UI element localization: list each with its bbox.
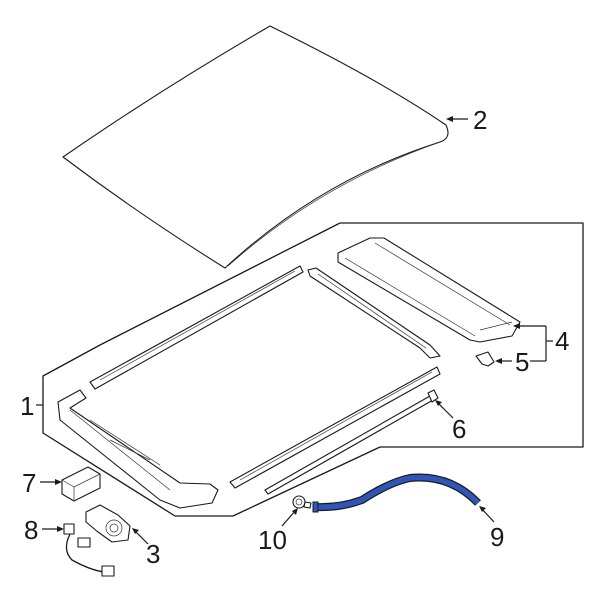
- callout-9: 9: [490, 522, 504, 552]
- sunroof-motor[interactable]: [85, 504, 131, 543]
- assembly-group-outline: [42, 222, 584, 517]
- drain-hose-connector[interactable]: [292, 495, 312, 509]
- front-rail: [89, 265, 304, 390]
- wiring-harness[interactable]: [63, 523, 115, 577]
- sunshade-clip[interactable]: [475, 351, 495, 367]
- callout-4: 4: [555, 326, 569, 356]
- callout-6: 6: [452, 414, 466, 444]
- callout-8: 8: [24, 515, 38, 545]
- callout-5: 5: [515, 347, 529, 377]
- sunroof-frame-assembly[interactable]: [57, 389, 219, 509]
- callout-7: 7: [22, 468, 36, 498]
- guide-rail[interactable]: [264, 389, 439, 495]
- control-module[interactable]: [61, 466, 101, 502]
- cross-rail: [307, 267, 441, 359]
- drain-hose[interactable]: [312, 473, 481, 513]
- callout-10: 10: [258, 525, 287, 555]
- leader-lines: [36, 116, 553, 545]
- sunshade-assembly[interactable]: [337, 237, 521, 343]
- roof-glass-panel[interactable]: [62, 25, 449, 269]
- rear-rail: [229, 366, 441, 489]
- callout-3: 3: [146, 539, 160, 569]
- callout-2: 2: [473, 105, 487, 135]
- callout-1: 1: [20, 391, 34, 421]
